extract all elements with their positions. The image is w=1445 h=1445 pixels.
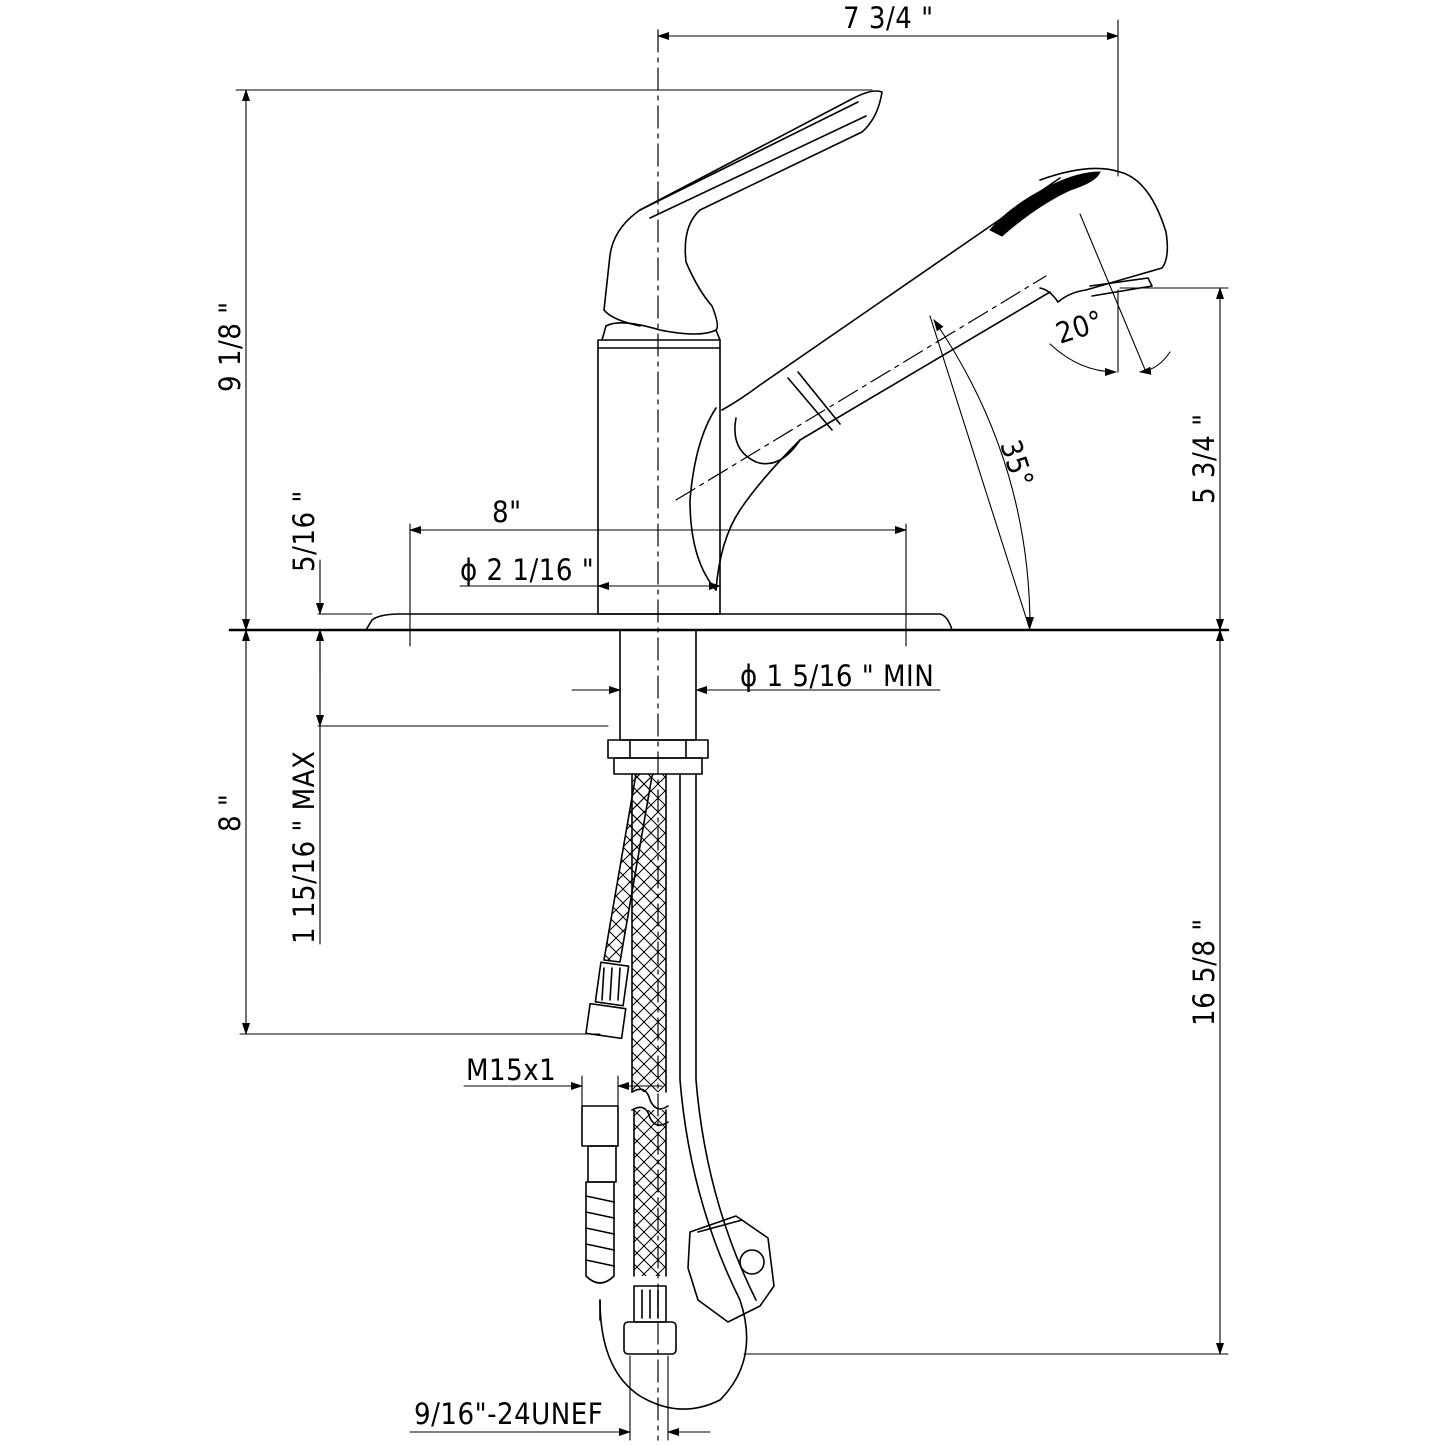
dim-shank-length: 8 " xyxy=(213,629,601,1035)
dim-hose-thread-label: 9/16"-24UNEF xyxy=(414,1397,603,1431)
dim-spray-angle-label: 20° xyxy=(1052,304,1108,351)
inlet-fitting-left xyxy=(585,961,630,1040)
dim-spout-angle: 35° xyxy=(929,315,1040,631)
dim-hose-length-label: 16 5/8 " xyxy=(1187,918,1221,1026)
hose-bottom-connector xyxy=(623,1285,677,1355)
dim-plate-width-label: 8" xyxy=(492,495,522,529)
braided-supply-hoses xyxy=(599,773,775,1410)
lever-handle xyxy=(603,90,883,331)
dim-hole-diameter-label: ϕ 1 5/16 " MIN xyxy=(740,659,934,693)
dim-overall-height: 9 1/8 " xyxy=(213,89,873,631)
dim-inlet-thread-label: M15x1 xyxy=(466,1053,556,1087)
spray-hose-fitting xyxy=(581,1105,619,1284)
dim-hose-thread: 9/16"-24UNEF xyxy=(409,1355,711,1441)
dim-hole-diameter: ϕ 1 5/16 " MIN xyxy=(571,659,941,694)
dim-hose-length: 16 5/8 " xyxy=(743,629,1229,1355)
dim-spout-angle-label: 35° xyxy=(993,436,1040,492)
dim-inlet-thread: M15x1 xyxy=(463,1053,663,1107)
dim-max-deck-thickness: 1 15/16 " MAX xyxy=(287,629,609,945)
dim-plate-thickness-label: 5/16 " xyxy=(287,490,321,572)
dim-shank-length-label: 8 " xyxy=(213,794,247,832)
dim-plate-thickness: 5/16 " xyxy=(287,490,373,679)
dim-body-diameter: ϕ 2 1/16 " xyxy=(459,553,721,590)
dim-spout-height: 5 3/4 " xyxy=(1119,287,1229,631)
dim-overall-reach: 7 3/4 " xyxy=(657,1,1119,177)
deck-plate xyxy=(365,613,953,631)
dim-overall-height-label: 9 1/8 " xyxy=(213,301,247,392)
faucet-body xyxy=(597,322,721,615)
dim-max-deck-thickness-label: 1 15/16 " MAX xyxy=(287,751,321,944)
dim-plate-width: 8" xyxy=(409,495,907,647)
pull-out-spout xyxy=(675,167,1169,591)
dim-overall-reach-label: 7 3/4 " xyxy=(843,1,934,35)
dim-spout-height-label: 5 3/4 " xyxy=(1187,413,1221,504)
dim-body-diameter-label: ϕ 2 1/16 " xyxy=(460,553,594,587)
